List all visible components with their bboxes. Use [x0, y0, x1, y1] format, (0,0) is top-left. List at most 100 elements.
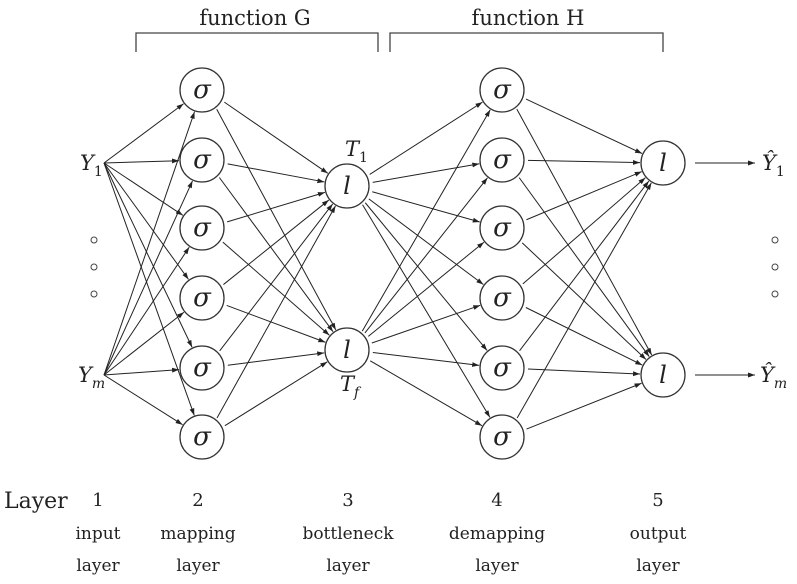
connection-arrow [372, 352, 480, 367]
connection-arrow [223, 199, 330, 285]
connection-arrow [519, 180, 650, 352]
ellipsis-dot [771, 263, 779, 271]
connection-arrow [526, 382, 642, 430]
function-h-label: function H [472, 6, 585, 30]
connection-arrow [103, 162, 193, 348]
node-circle [479, 67, 525, 113]
connection-arrow [368, 198, 484, 285]
ellipsis-dot [90, 263, 98, 271]
layer-name: bottleneck [302, 524, 394, 544]
function-g-label: function G [199, 6, 310, 30]
node-circle [479, 414, 525, 460]
sigmoid-node: σ [479, 275, 525, 321]
layer-name: demapping [449, 524, 545, 544]
connection-arrow [371, 304, 481, 344]
node-circle [179, 275, 225, 321]
connection-arrow [216, 108, 337, 331]
l-glyph: l [659, 149, 667, 177]
sigmoid-node: σ [179, 67, 225, 113]
node-circle [179, 67, 225, 113]
sigmoid-node: σ [479, 67, 525, 113]
sigmoid-node: σ [479, 205, 525, 251]
layer-legend-3: 3 bottleneck layer [302, 490, 394, 576]
l-glyph: l [343, 336, 351, 364]
connection-arrow [364, 202, 488, 351]
connection-arrow [367, 241, 485, 337]
output-label-ym-hat: Ŷm [760, 363, 787, 392]
sigmoid-node: σ [479, 414, 525, 460]
connection-arrow [527, 368, 641, 377]
l-glyph: l [343, 172, 351, 200]
sigma-glyph: σ [493, 422, 512, 452]
connection-arrow [516, 108, 653, 356]
ellipsis-dot [90, 236, 98, 244]
input-label-y1: Y1 [80, 151, 103, 180]
sigma-glyph: σ [193, 353, 212, 383]
layer-number: 4 [491, 490, 502, 511]
ellipsis-dot [90, 290, 98, 298]
node-circle [640, 352, 686, 398]
sigma-glyph: σ [193, 422, 212, 452]
layer-number: 2 [192, 490, 203, 511]
layer-name: layer [326, 556, 370, 576]
connection-arrow [226, 304, 326, 343]
bottleneck-label-tf: Tf [340, 372, 362, 401]
node-circle [179, 205, 225, 251]
linear-node: l [640, 352, 686, 398]
layer-row-label: Layer [4, 489, 68, 514]
node-circle [640, 140, 686, 186]
layer-name: mapping [160, 524, 235, 544]
linear-node: l [324, 163, 370, 209]
layer-legend-4: 4 demapping layer [449, 490, 545, 576]
connection-arrow [361, 109, 491, 332]
connection-arrow [525, 307, 643, 366]
sigma-glyph: σ [493, 353, 512, 383]
connection-arrow [103, 162, 184, 216]
connection-arrow [103, 162, 189, 280]
sigma-glyph: σ [193, 145, 212, 175]
node-circle [179, 345, 225, 391]
connection-arrow [103, 367, 180, 376]
layer-number: 1 [92, 490, 103, 511]
connection-arrow [103, 246, 190, 376]
sigma-glyph: σ [193, 75, 212, 105]
node-circle [324, 327, 370, 373]
sigmoid-node: σ [179, 205, 225, 251]
node-circle [479, 275, 525, 321]
connection-arrow [219, 203, 334, 352]
connection-arrow [372, 162, 480, 183]
ellipsis-dot [771, 290, 779, 298]
sigmoid-node: σ [179, 345, 225, 391]
node-circle [324, 163, 370, 209]
connection-arrow [369, 360, 483, 427]
sigmoid-node: σ [479, 345, 525, 391]
connection-arrow [103, 111, 195, 376]
connection-arrow [226, 191, 326, 223]
connection-arrow [525, 98, 643, 154]
connection-arrow [516, 182, 652, 419]
connection-arrow [103, 162, 195, 416]
edges [103, 98, 755, 430]
connection-arrow [224, 101, 329, 174]
output-ellipsis [771, 236, 779, 298]
node-circle [479, 345, 525, 391]
layer-name: layer [176, 556, 220, 576]
input-label-ym: Ym [78, 363, 105, 392]
layer-number: 5 [652, 490, 663, 511]
connection-arrow [224, 361, 328, 427]
layer-name: layer [636, 556, 680, 576]
sigmoid-node: σ [179, 137, 225, 183]
layer-number: 3 [342, 490, 353, 511]
sigma-glyph: σ [493, 145, 512, 175]
function-h-group: function H [389, 6, 664, 52]
sigma-glyph: σ [493, 75, 512, 105]
sigma-glyph: σ [493, 213, 512, 243]
layer-legend-2: 2 mapping layer [160, 490, 235, 576]
sigma-glyph: σ [193, 283, 212, 313]
connection-arrow [218, 177, 334, 333]
connection-arrow [527, 159, 641, 165]
layer-name: output [630, 524, 687, 544]
connection-arrow [103, 374, 183, 426]
sigma-glyph: σ [493, 283, 512, 313]
